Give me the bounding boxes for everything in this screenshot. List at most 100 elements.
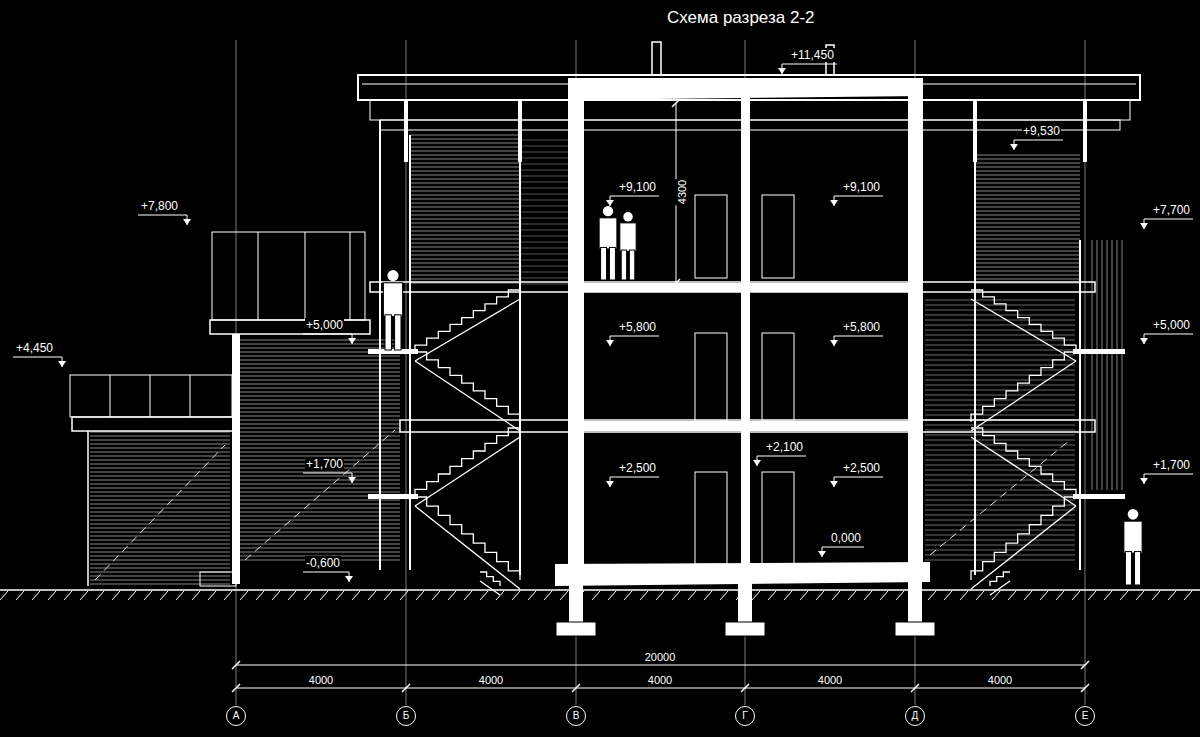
- louver-line: [925, 340, 1075, 341]
- railing-post: [150, 375, 151, 417]
- landing: [368, 494, 418, 499]
- louver-line: [90, 552, 230, 553]
- louver-line: [240, 532, 400, 533]
- door: [762, 472, 794, 564]
- louver-line: [925, 445, 1075, 446]
- louver-line: [240, 420, 400, 421]
- elevation-shelf: [757, 456, 806, 457]
- louver-line: [925, 315, 1075, 316]
- column-stub: [738, 580, 752, 622]
- louver-line: [975, 235, 1080, 236]
- ground-hatch: [512, 591, 520, 600]
- ground-hatch: [704, 591, 712, 600]
- curtain-line: [1112, 240, 1113, 490]
- louver-line: [240, 400, 400, 401]
- person-leg: [629, 250, 634, 280]
- elevation-triangle: [606, 340, 614, 346]
- glass-railing: [212, 232, 365, 320]
- louver-line: [520, 224, 568, 225]
- louver-line: [520, 188, 568, 189]
- stair-flight: [971, 497, 1076, 580]
- elevation-mark: +2,100: [765, 440, 804, 454]
- louver-line: [410, 183, 520, 184]
- louver-line: [90, 464, 230, 465]
- elevation-mark: +1,700: [305, 457, 344, 471]
- louver-line: [240, 416, 400, 417]
- louver-line: [925, 530, 1075, 531]
- wall-line: [87, 431, 89, 586]
- elevation-triangle: [830, 340, 838, 346]
- elevation-mark: +2,500: [618, 461, 657, 475]
- person-head: [603, 206, 613, 216]
- dimension-tick: [232, 661, 240, 669]
- ground-hatch: [592, 591, 600, 600]
- elevation-mark: +5,800: [842, 320, 881, 334]
- ground-hatch: [1008, 591, 1016, 600]
- elevation-shelf: [1144, 474, 1193, 475]
- louver-line: [520, 170, 568, 171]
- louver-line: [410, 243, 520, 244]
- railing-post: [350, 232, 351, 320]
- ground-hatch: [608, 591, 616, 600]
- ground-hatch: [208, 591, 216, 600]
- louver-line: [520, 194, 568, 195]
- elevation-shelf: [1144, 334, 1193, 335]
- ground-hatch: [928, 591, 936, 600]
- elevation-triangle: [58, 361, 66, 367]
- louver-line: [410, 227, 520, 228]
- louver-line: [975, 203, 1080, 204]
- elevation-mark: +7,700: [1152, 203, 1191, 217]
- ground-hatch: [640, 591, 648, 600]
- louver-line: [90, 476, 230, 477]
- louver-line: [925, 410, 1075, 411]
- louver-line: [90, 580, 230, 581]
- stair-soffit: [971, 506, 1076, 589]
- louver-line: [240, 452, 400, 453]
- louver-line: [410, 215, 520, 216]
- elevation-triangle: [830, 200, 838, 206]
- louver-line: [975, 259, 1080, 260]
- louver-line: [410, 139, 520, 140]
- louver-line: [925, 325, 1075, 326]
- louver-line: [90, 520, 230, 521]
- louver-line: [410, 231, 520, 232]
- floor-slab-core: [568, 421, 923, 431]
- louver-line: [240, 472, 400, 473]
- elevation-triangle: [1140, 223, 1148, 229]
- louver-line: [240, 544, 400, 545]
- ground-hatch: [560, 591, 568, 600]
- person-leg: [1135, 552, 1141, 585]
- frame-post: [379, 120, 381, 570]
- louver-line: [90, 548, 230, 549]
- elevation-mark: -0,600: [305, 556, 341, 570]
- louver-line: [410, 279, 520, 280]
- ground-hatch: [960, 591, 968, 600]
- ground-hatch: [1136, 591, 1144, 600]
- louver-line: [925, 310, 1075, 311]
- elevation-shelf: [610, 477, 659, 478]
- louver-line: [410, 259, 520, 260]
- ground-hatch: [768, 591, 776, 600]
- louver-line: [240, 432, 400, 433]
- chimney: [652, 42, 661, 75]
- louver-line: [410, 179, 520, 180]
- frame-post: [519, 135, 521, 575]
- ground-hatch: [832, 591, 840, 600]
- door: [695, 333, 727, 421]
- dimension-text: 4000: [308, 673, 334, 687]
- louver-line: [90, 440, 230, 441]
- louver-line: [90, 456, 230, 457]
- elevation-mark: +2,500: [842, 461, 881, 475]
- column-stub: [569, 580, 583, 622]
- ground: [0, 590, 1200, 600]
- elevation-shelf: [834, 477, 883, 478]
- louver-line: [240, 344, 400, 345]
- louver-line: [410, 195, 520, 196]
- louver-line: [975, 251, 1080, 252]
- axis-bubble: А: [226, 706, 246, 726]
- louver-line: [90, 452, 230, 453]
- louver-line: [410, 211, 520, 212]
- louver-line: [240, 552, 400, 553]
- elevation-mark: +5,800: [618, 320, 657, 334]
